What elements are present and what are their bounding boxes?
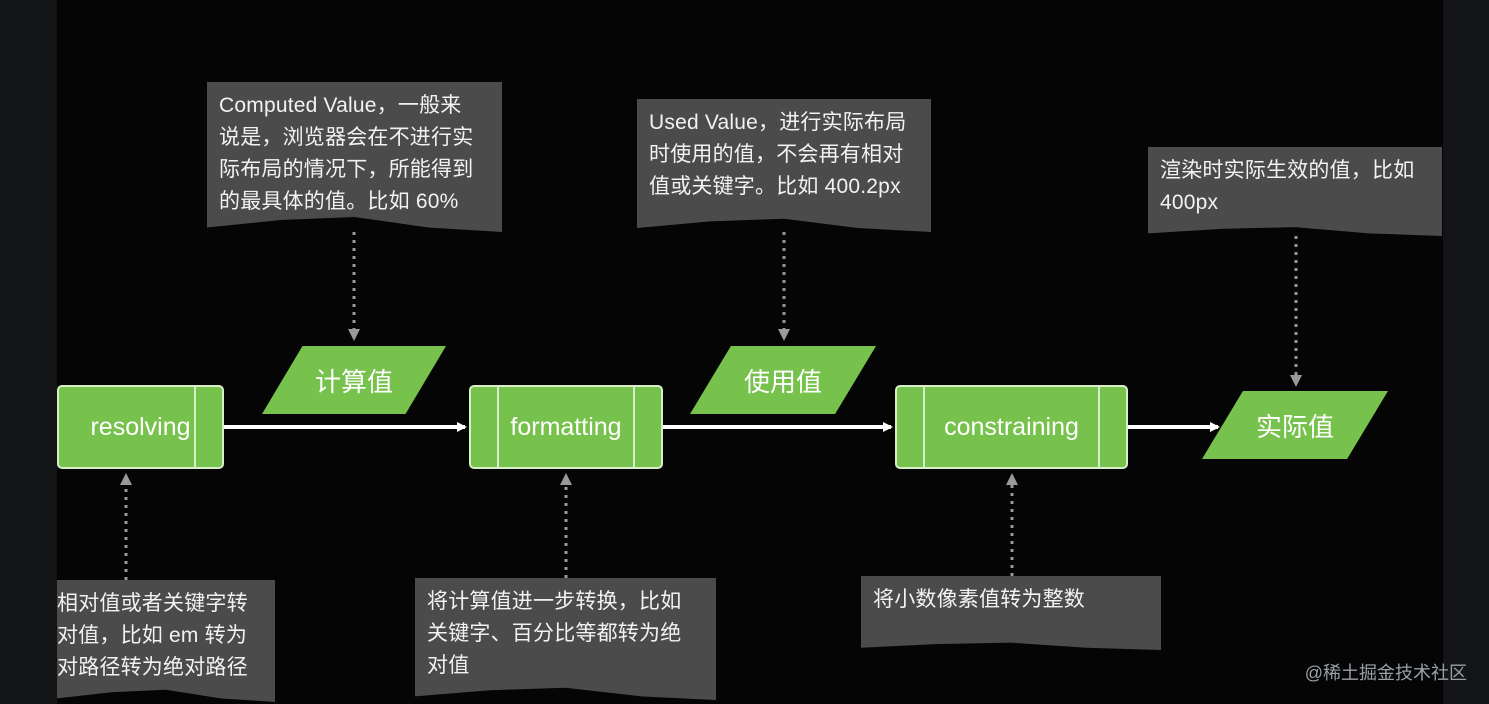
note-line: 400px (1160, 191, 1219, 214)
note-line: 渲染时实际生效的值，比如 (1160, 159, 1415, 182)
watermark: @稀土掘金技术社区 (1304, 663, 1467, 683)
note-constraining: 将小数像素值转为整数 (861, 576, 1161, 650)
note-line: 关键字、百分比等都转为绝 (427, 622, 682, 645)
note-line: 时使用的值，不会再有相对 (649, 143, 904, 166)
note-actual-value: 渲染时实际生效的值，比如 400px (1148, 147, 1442, 236)
note-line: 的最具体的值。比如 60% (219, 190, 459, 213)
left-frame (0, 0, 57, 704)
note-line: 值或关键字。比如 400.2px (649, 175, 901, 198)
note-line: 将计算值进一步转换，比如 (427, 590, 682, 613)
note-line: 对值 (427, 654, 470, 677)
note-line: 对值，比如 em 转为 (57, 624, 248, 647)
note-line: 对路径转为绝对路径 (57, 656, 248, 679)
node-constraining-label: constraining (944, 412, 1079, 441)
note-formatting: 将计算值进一步转换，比如 关键字、百分比等都转为绝 对值 (415, 578, 716, 700)
node-formatting: formatting (469, 385, 663, 469)
note-line: 相对值或者关键字转 (57, 592, 248, 615)
right-frame (1443, 0, 1489, 704)
node-actual-label: 实际值 (1255, 411, 1334, 442)
node-constraining: constraining (895, 385, 1128, 469)
node-resolving: resolving (57, 385, 224, 469)
note-line: 将小数像素值转为整数 (873, 588, 1085, 611)
note-resolving: 相对值或者关键字转 对值，比如 em 转为 对路径转为绝对路径 (57, 580, 275, 702)
node-computed-label: 计算值 (314, 366, 393, 397)
note-line: Used Value，进行实际布局 (649, 111, 907, 134)
note-computed-value: Computed Value，一般来 说是，浏览器会在不进行实 际布局的情况下，… (207, 82, 502, 232)
note-line: Computed Value，一般来 (219, 94, 462, 117)
node-resolving-label: resolving (90, 412, 191, 441)
note-line: 际布局的情况下，所能得到 (219, 158, 474, 181)
note-line: 说是，浏览器会在不进行实 (219, 126, 474, 149)
node-formatting-label: formatting (510, 412, 622, 441)
node-used-label: 使用值 (743, 366, 822, 397)
note-used-value: Used Value，进行实际布局 时使用的值，不会再有相对 值或关键字。比如 … (637, 99, 931, 232)
